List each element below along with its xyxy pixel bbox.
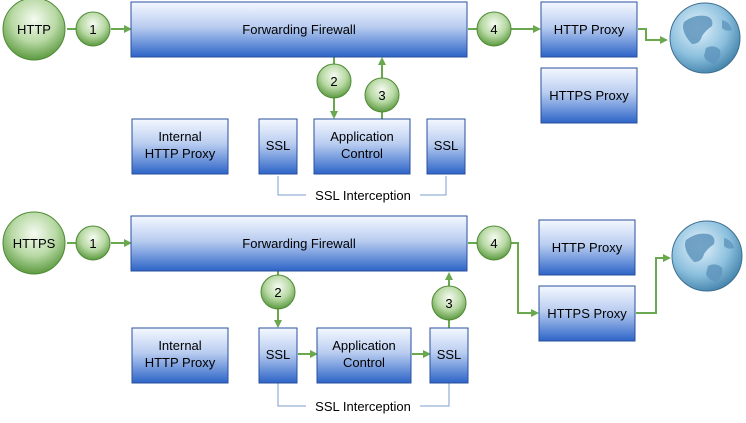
ssl-right-box — [426, 118, 466, 175]
https-source-label: HTTPS — [13, 236, 56, 251]
http-proxy-label: HTTP Proxy — [554, 22, 625, 37]
http-proxy-box — [540, 1, 638, 58]
ssl-interception-label: SSL Interception — [315, 399, 411, 414]
arrow-https-proxy-to-internet — [636, 254, 671, 314]
http-source-node — [2, 0, 66, 61]
ssl-interception-bracket-right — [420, 382, 450, 407]
ssl-left-label: SSL — [266, 347, 291, 362]
ssl-left-box — [258, 118, 298, 175]
step-2-label: 2 — [330, 74, 337, 89]
ssl-interception-bracket-right — [420, 176, 447, 196]
https-proxy-label: HTTPS Proxy — [549, 88, 629, 103]
internal-http-proxy-label-line2: HTTP Proxy — [145, 355, 216, 370]
step-2-badge — [260, 274, 296, 310]
step-1-label: 1 — [89, 236, 96, 251]
step-3-label: 3 — [378, 88, 385, 103]
ssl-left-box — [258, 327, 298, 384]
http-proxy-box — [538, 219, 636, 276]
ssl-interception-bracket — [277, 176, 306, 196]
step-1-badge — [75, 225, 111, 261]
ssl-interception-label: SSL Interception — [315, 188, 411, 203]
step-1-label: 1 — [89, 22, 96, 37]
internal-http-proxy-label-line1: Internal — [158, 129, 201, 144]
https-proxy-box — [538, 285, 636, 342]
internal-http-proxy-label-line1: Internal — [158, 338, 201, 353]
application-control-label-line2: Control — [341, 146, 383, 161]
arrow-step4-to-https-proxy — [510, 242, 539, 317]
ssl-left-label: SSL — [266, 138, 291, 153]
step-3-badge — [431, 285, 467, 321]
internal-http-proxy-box — [131, 327, 229, 384]
forwarding-firewall-box — [130, 1, 468, 58]
https-source-node — [2, 211, 66, 275]
globe-icon — [669, 2, 741, 74]
http-proxy-label: HTTP Proxy — [552, 240, 623, 255]
application-control-box — [316, 327, 412, 384]
application-control-box — [313, 118, 411, 175]
arrow-http-proxy-to-internet — [638, 28, 668, 44]
step-1-badge — [75, 11, 111, 47]
https-proxy-box — [540, 67, 638, 124]
ssl-right-box — [429, 327, 469, 384]
step-3-label: 3 — [445, 296, 452, 311]
ssl-interception-bracket — [277, 382, 306, 407]
application-control-label-line1: Application — [330, 129, 394, 144]
internal-http-proxy-label-line2: HTTP Proxy — [145, 146, 216, 161]
forwarding-firewall-box — [130, 215, 468, 272]
step-4-badge — [476, 11, 512, 47]
application-control-label-line2: Control — [343, 355, 385, 370]
ssl-right-label: SSL — [437, 347, 462, 362]
step-2-badge — [316, 63, 352, 99]
http-source-label: HTTP — [17, 22, 51, 37]
step-3-badge — [364, 77, 400, 113]
http-flow: SSL Interception HTTP 1 2 3 4 Forwarding… — [2, 0, 741, 203]
https-flow: SSL Interception HTTPS 1 2 3 4 Forwardin… — [2, 211, 743, 414]
step-4-label: 4 — [490, 236, 497, 251]
step-4-badge — [476, 225, 512, 261]
step-4-label: 4 — [490, 22, 497, 37]
forwarding-firewall-label: Forwarding Firewall — [242, 236, 356, 251]
internal-http-proxy-box — [131, 118, 229, 175]
application-control-label-line1: Application — [332, 338, 396, 353]
ssl-right-label: SSL — [434, 138, 459, 153]
step-2-label: 2 — [274, 285, 281, 300]
forwarding-firewall-label: Forwarding Firewall — [242, 22, 356, 37]
https-proxy-label: HTTPS Proxy — [547, 306, 627, 321]
globe-icon — [671, 220, 743, 292]
